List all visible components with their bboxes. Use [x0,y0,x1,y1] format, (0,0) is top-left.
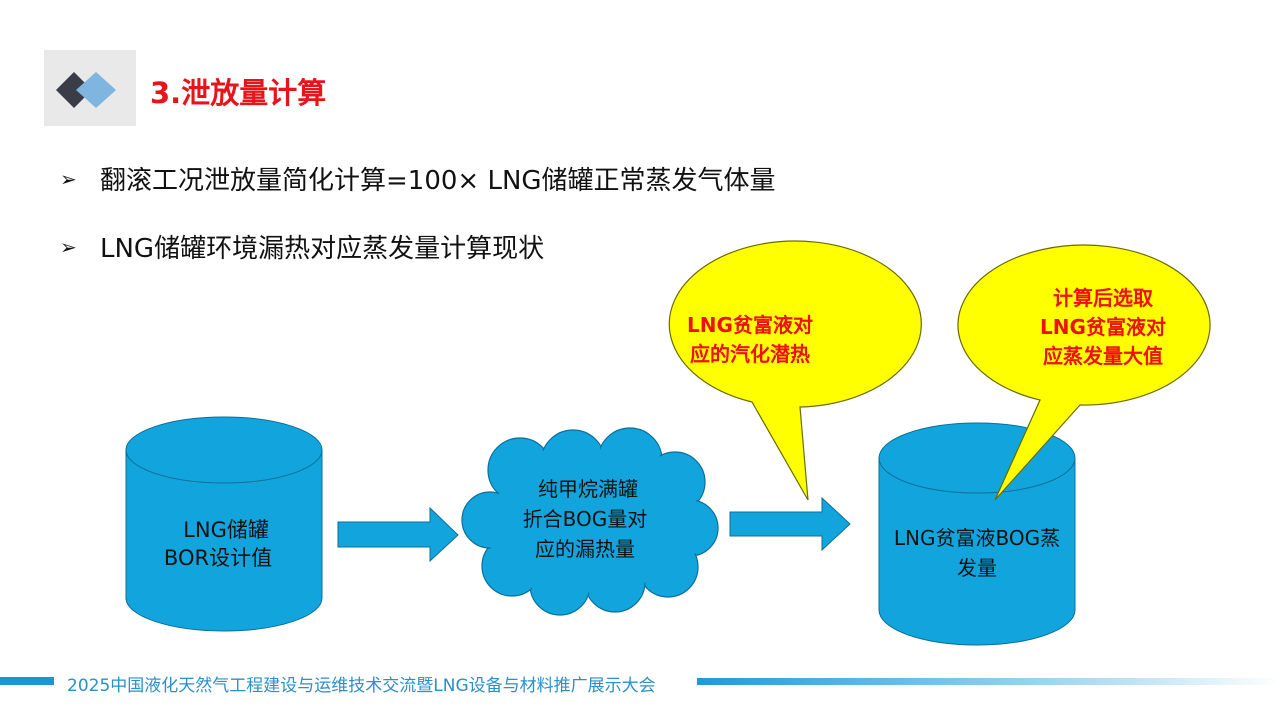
max-value-callout: 计算后选取 LNG贫富液对 应蒸发量大值 [957,244,1211,501]
callout-line1: LNG贫富液对 [687,313,813,337]
tank-label-line1: LNG贫富液BOG蒸 [894,526,1060,550]
cloud-label-line1: 纯甲烷满罐 [538,477,638,501]
callout-line2: LNG贫富液对 [1040,315,1166,339]
tank-label-line1: LNG储罐 [183,518,269,542]
cloud-label-line3: 应的漏热量 [535,537,635,561]
flow-arrow [729,496,851,552]
cloud-label-line2: 折合BOG量对 [523,507,648,531]
title-logo [44,50,136,126]
flow-arrow [337,506,459,563]
footer-conference-title: 2025中国液化天然气工程建设与运维技术交流暨LNG设备与材料推广展示大会 [67,676,656,696]
diamond-logo-icon [56,72,116,108]
page-title: 3.泄放量计算 [150,76,327,110]
tank-label-line2: BOR设计值 [164,546,272,570]
bullet-item: ➢ LNG储罐环境漏热对应蒸发量计算现状 [60,228,544,265]
heat-leak-cloud: 纯甲烷满罐 折合BOG量对 应的漏热量 [461,427,719,616]
callout-line2: 应的汽化潜热 [690,342,810,366]
tank-label-line2: 发量 [957,556,997,580]
callout-line3: 应蒸发量大值 [1043,344,1163,368]
bullet-item: ➢ 翻滚工况泄放量简化计算=100× LNG储罐正常蒸发气体量 [60,160,776,197]
footer-accent-bar [0,677,54,685]
bullet-text: 翻滚工况泄放量简化计算=100× LNG储罐正常蒸发气体量 [100,166,776,196]
arrow-bullet-icon: ➢ [60,234,77,259]
bullet-text: LNG储罐环境漏热对应蒸发量计算现状 [100,234,545,264]
latent-heat-callout: LNG贫富液对 应的汽化潜热 [668,240,922,501]
lng-rich-lean-tank-cylinder: LNG贫富液BOG蒸 发量 [878,422,1076,646]
arrow-bullet-icon: ➢ [60,166,77,191]
footer-gradient-bar [697,678,1280,685]
lng-tank-cylinder: LNG储罐 BOR设计值 [125,416,323,632]
callout-line1: 计算后选取 [1053,286,1153,310]
